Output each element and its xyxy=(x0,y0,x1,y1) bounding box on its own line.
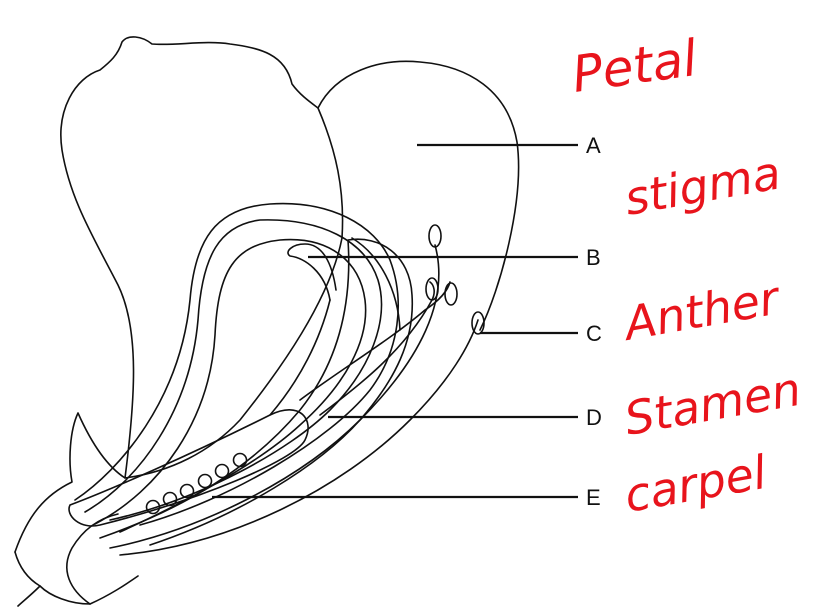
ovule xyxy=(164,493,177,506)
answer-d: Stamen xyxy=(621,362,805,446)
label-c: C xyxy=(586,321,602,346)
sepal xyxy=(15,413,125,552)
label-d: D xyxy=(586,405,602,430)
filament-2 xyxy=(85,220,381,520)
answer-c: Anther xyxy=(618,270,786,351)
filament-4 xyxy=(100,239,412,545)
style xyxy=(270,300,330,415)
anther-2 xyxy=(426,278,438,300)
answer-a: Petal xyxy=(569,29,701,104)
ovule xyxy=(199,475,212,488)
label-e: E xyxy=(586,485,601,510)
label-a: A xyxy=(586,133,601,158)
ovule xyxy=(216,465,229,478)
filament-6 xyxy=(120,320,478,555)
label-b: B xyxy=(586,245,601,270)
stigma xyxy=(288,244,336,300)
stalk xyxy=(18,576,138,606)
answer-e: carpel xyxy=(621,445,771,523)
anther-4 xyxy=(472,312,484,334)
receptacle xyxy=(15,514,118,604)
filament-5 xyxy=(110,245,439,548)
anther-3 xyxy=(445,283,457,305)
answer-b: stigma xyxy=(621,145,785,225)
anther-1 xyxy=(429,225,441,247)
ovule xyxy=(234,454,247,467)
